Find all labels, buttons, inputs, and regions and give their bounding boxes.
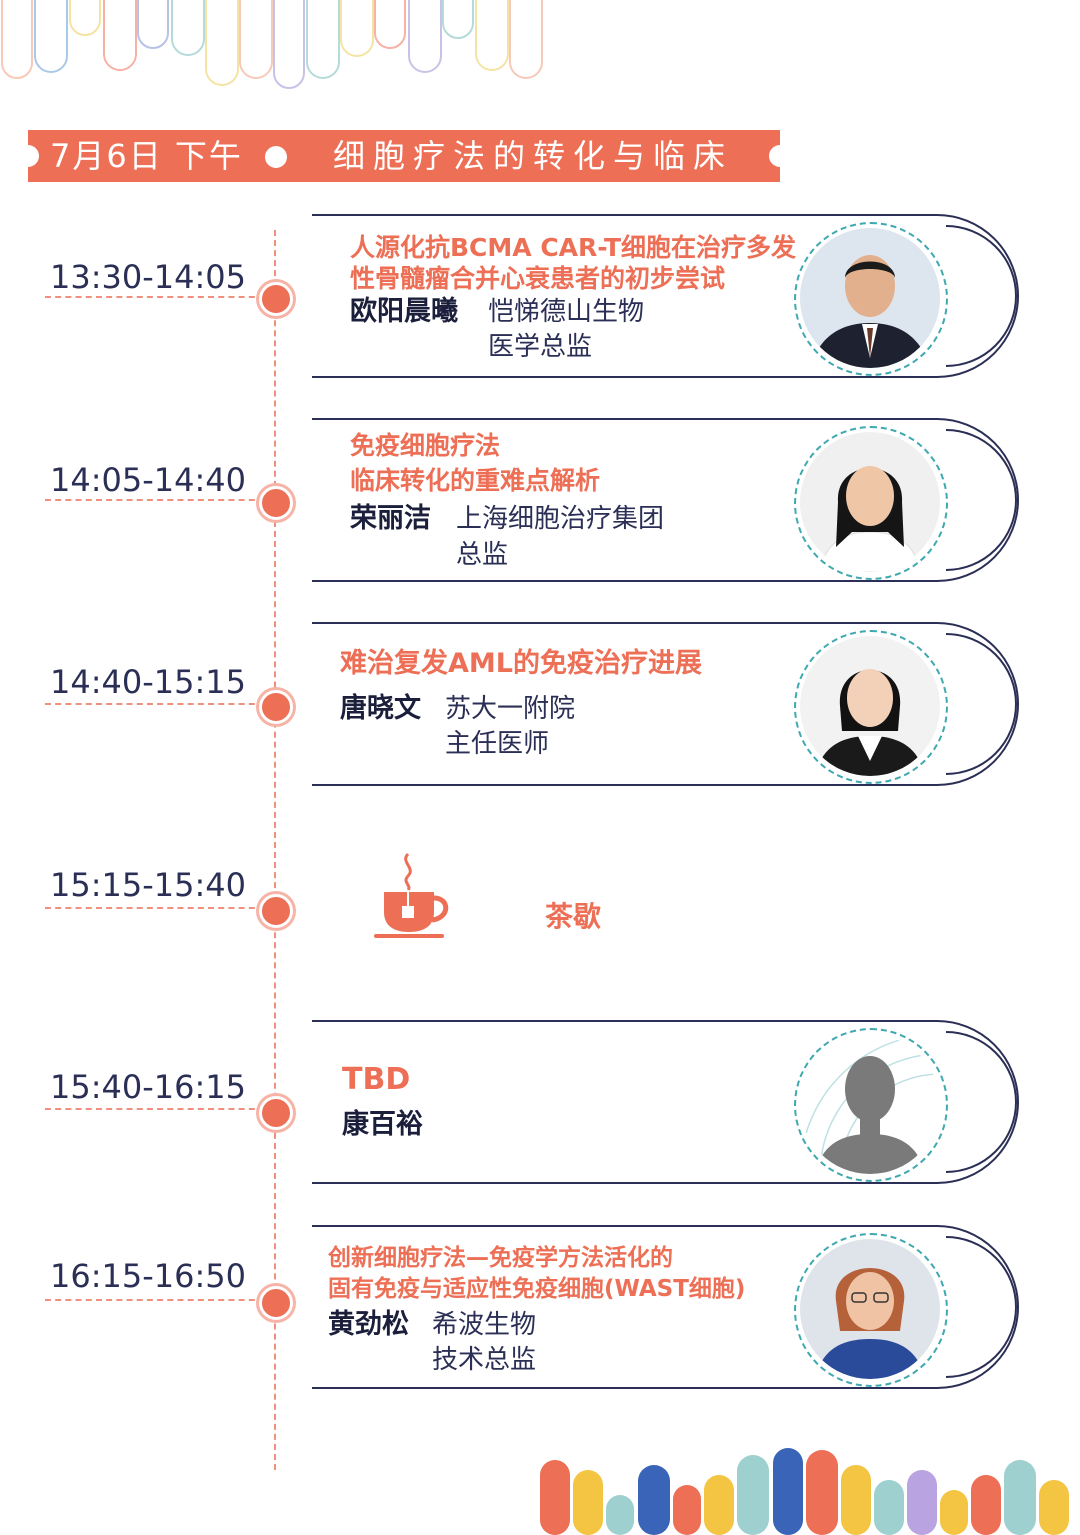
timeline-node (259, 690, 293, 724)
session-time: 15:15-15:40 (50, 866, 246, 904)
speaker-name: 黄劲松 (328, 1309, 409, 1340)
avatar-ring (794, 1028, 948, 1182)
speaker-avatar (800, 1239, 940, 1379)
talk-title: 创新细胞疗法—免疫学方法活化的 (328, 1245, 673, 1271)
speaker-avatar (800, 432, 940, 572)
time-underline (45, 907, 265, 909)
time-underline (45, 499, 265, 501)
session-card (312, 214, 1019, 378)
header-title: 细胞疗法的转化与临床 (333, 137, 734, 175)
time-underline (45, 296, 265, 298)
avatar-ring (794, 426, 948, 580)
session-time: 15:40-16:15 (50, 1068, 246, 1106)
speaker-name: 康百裕 (342, 1109, 423, 1140)
time-underline (45, 1108, 265, 1110)
talk-title: 免疫细胞疗法 (350, 431, 501, 460)
time-underline (45, 1299, 265, 1301)
speaker-avatar (800, 636, 940, 776)
skyline-decoration (540, 1448, 1069, 1535)
header-date: 7月6日 下午 (50, 137, 243, 175)
speaker-name: 荣丽洁 (350, 503, 431, 534)
speaker-org: 上海细胞治疗集团 (456, 504, 665, 534)
speaker-org: 苏大一附院 (445, 694, 576, 724)
timeline-node (259, 282, 293, 316)
session-card (312, 418, 1019, 582)
timeline-node (259, 1286, 293, 1320)
card-frame (312, 418, 1019, 582)
timeline-node (259, 1096, 293, 1130)
avatar-ring (794, 630, 948, 784)
session-time: 16:15-16:50 (50, 1257, 246, 1295)
talk-title: 难治复发AML的免疫治疗进展 (340, 648, 702, 679)
talk-title: TBD (342, 1062, 411, 1097)
speaker-org: 希波生物 (432, 1310, 537, 1340)
speaker-avatar (800, 228, 940, 368)
card-frame (312, 1020, 1019, 1184)
card-frame (312, 1225, 1019, 1389)
avatar-ring (794, 1233, 948, 1387)
speaker-role: 技术总监 (432, 1345, 537, 1375)
session-time: 13:30-14:05 (50, 258, 246, 296)
talk-title-line2: 临床转化的重难点解析 (350, 466, 601, 495)
header-notch-right (769, 145, 791, 167)
speaker-org: 恺悌德山生物 (488, 297, 645, 327)
card-frame (312, 622, 1019, 786)
talk-title-line2: 固有免疫与适应性免疫细胞(WAST细胞) (328, 1276, 746, 1302)
tea-cup-icon (374, 852, 449, 938)
tea-break-label: 茶歇 (545, 900, 602, 933)
placeholder-avatar (800, 1034, 940, 1174)
speaker-role: 医学总监 (488, 332, 593, 362)
timeline-line (274, 230, 276, 1470)
talk-title: 人源化抗BCMA CAR-T细胞在治疗多发 (350, 233, 797, 262)
header-bar (28, 130, 780, 182)
avatar-ring (794, 222, 948, 376)
speaker-name: 欧阳晨曦 (350, 296, 458, 327)
speaker-role: 主任医师 (445, 729, 550, 759)
top-decoration (1, 0, 543, 89)
session-time: 14:40-15:15 (50, 663, 246, 701)
speaker-role: 总监 (456, 540, 509, 570)
session-card (312, 1225, 1019, 1389)
session-card (312, 1020, 1019, 1184)
speaker-name: 唐晓文 (340, 693, 421, 724)
timeline-node (259, 486, 293, 520)
talk-title-line2: 性骨髓瘤合并心衰患者的初步尝试 (350, 264, 726, 293)
session-card (312, 622, 1019, 786)
header-dot (265, 146, 287, 168)
session-time: 14:05-14:40 (50, 461, 246, 499)
time-underline (45, 703, 265, 705)
timeline-node (259, 894, 293, 928)
card-frame (312, 214, 1019, 378)
header-notch-left (17, 145, 39, 167)
